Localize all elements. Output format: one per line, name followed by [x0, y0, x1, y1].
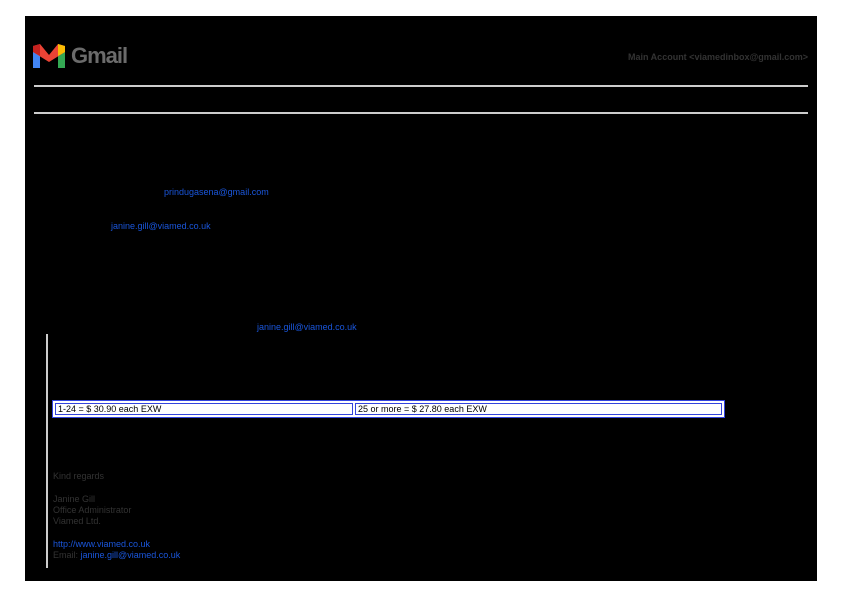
table-row: 1-24 = $ 30.90 each EXW 25 or more = $ 2… [55, 403, 722, 415]
email-label: Email: [53, 550, 79, 560]
quote-bar [46, 334, 48, 568]
gmail-wordmark: Gmail [71, 43, 128, 68]
printed-email-page: Gmail Main Account <viamedinbox@gmail.co… [25, 16, 817, 581]
signature-email-line: Email: janine.gill@viamed.co.uk [53, 550, 180, 560]
signature-closing: Kind regards [53, 471, 105, 481]
website-link[interactable]: http://www.viamed.co.uk [53, 539, 151, 549]
signature-title: Office Administrator [53, 505, 132, 515]
account-label: Main Account <viamedinbox@gmail.com> [628, 52, 808, 62]
price-cell: 25 or more = $ 27.80 each EXW [355, 403, 722, 415]
divider [34, 85, 808, 87]
gmail-m-icon [33, 44, 65, 68]
price-cell: 1-24 = $ 30.90 each EXW [55, 403, 353, 415]
divider [34, 112, 808, 114]
gmail-logo: Gmail [33, 43, 133, 70]
price-table: 1-24 = $ 30.90 each EXW 25 or more = $ 2… [52, 400, 725, 418]
signature-company: Viamed Ltd. [53, 516, 101, 526]
sender-email-link[interactable]: prindugasena@gmail.com [164, 187, 269, 197]
signature-email-link[interactable]: janine.gill@viamed.co.uk [80, 550, 181, 560]
quoted-email-link[interactable]: janine.gill@viamed.co.uk [257, 322, 357, 332]
recipient-email-link[interactable]: janine.gill@viamed.co.uk [111, 221, 211, 231]
signature-name: Janine Gill [53, 494, 96, 504]
